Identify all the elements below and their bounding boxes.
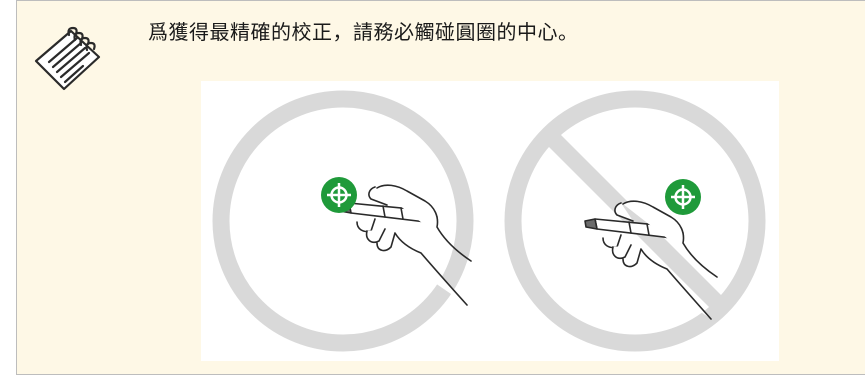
hand-with-pen-icon bbox=[584, 200, 718, 320]
calibration-illustration bbox=[201, 81, 779, 361]
calibration-ring bbox=[212, 90, 474, 352]
crosshair-target-icon bbox=[665, 179, 701, 215]
note-box: 爲獲得最精確的校正，請務必觸碰圓圈的中心。 bbox=[16, 0, 865, 375]
touch-off-center-incorrect bbox=[504, 90, 766, 352]
hand-with-pen-icon bbox=[338, 184, 472, 306]
crosshair-target-icon bbox=[321, 177, 357, 213]
note-text: 爲獲得最精確的校正，請務必觸碰圓圈的中心。 bbox=[148, 20, 579, 44]
prohibited-ring bbox=[504, 90, 766, 352]
prohibited-slash bbox=[542, 128, 728, 314]
note-pencil-icon bbox=[34, 26, 101, 91]
calibration-drawing bbox=[212, 90, 766, 352]
touch-center-correct bbox=[212, 90, 474, 352]
